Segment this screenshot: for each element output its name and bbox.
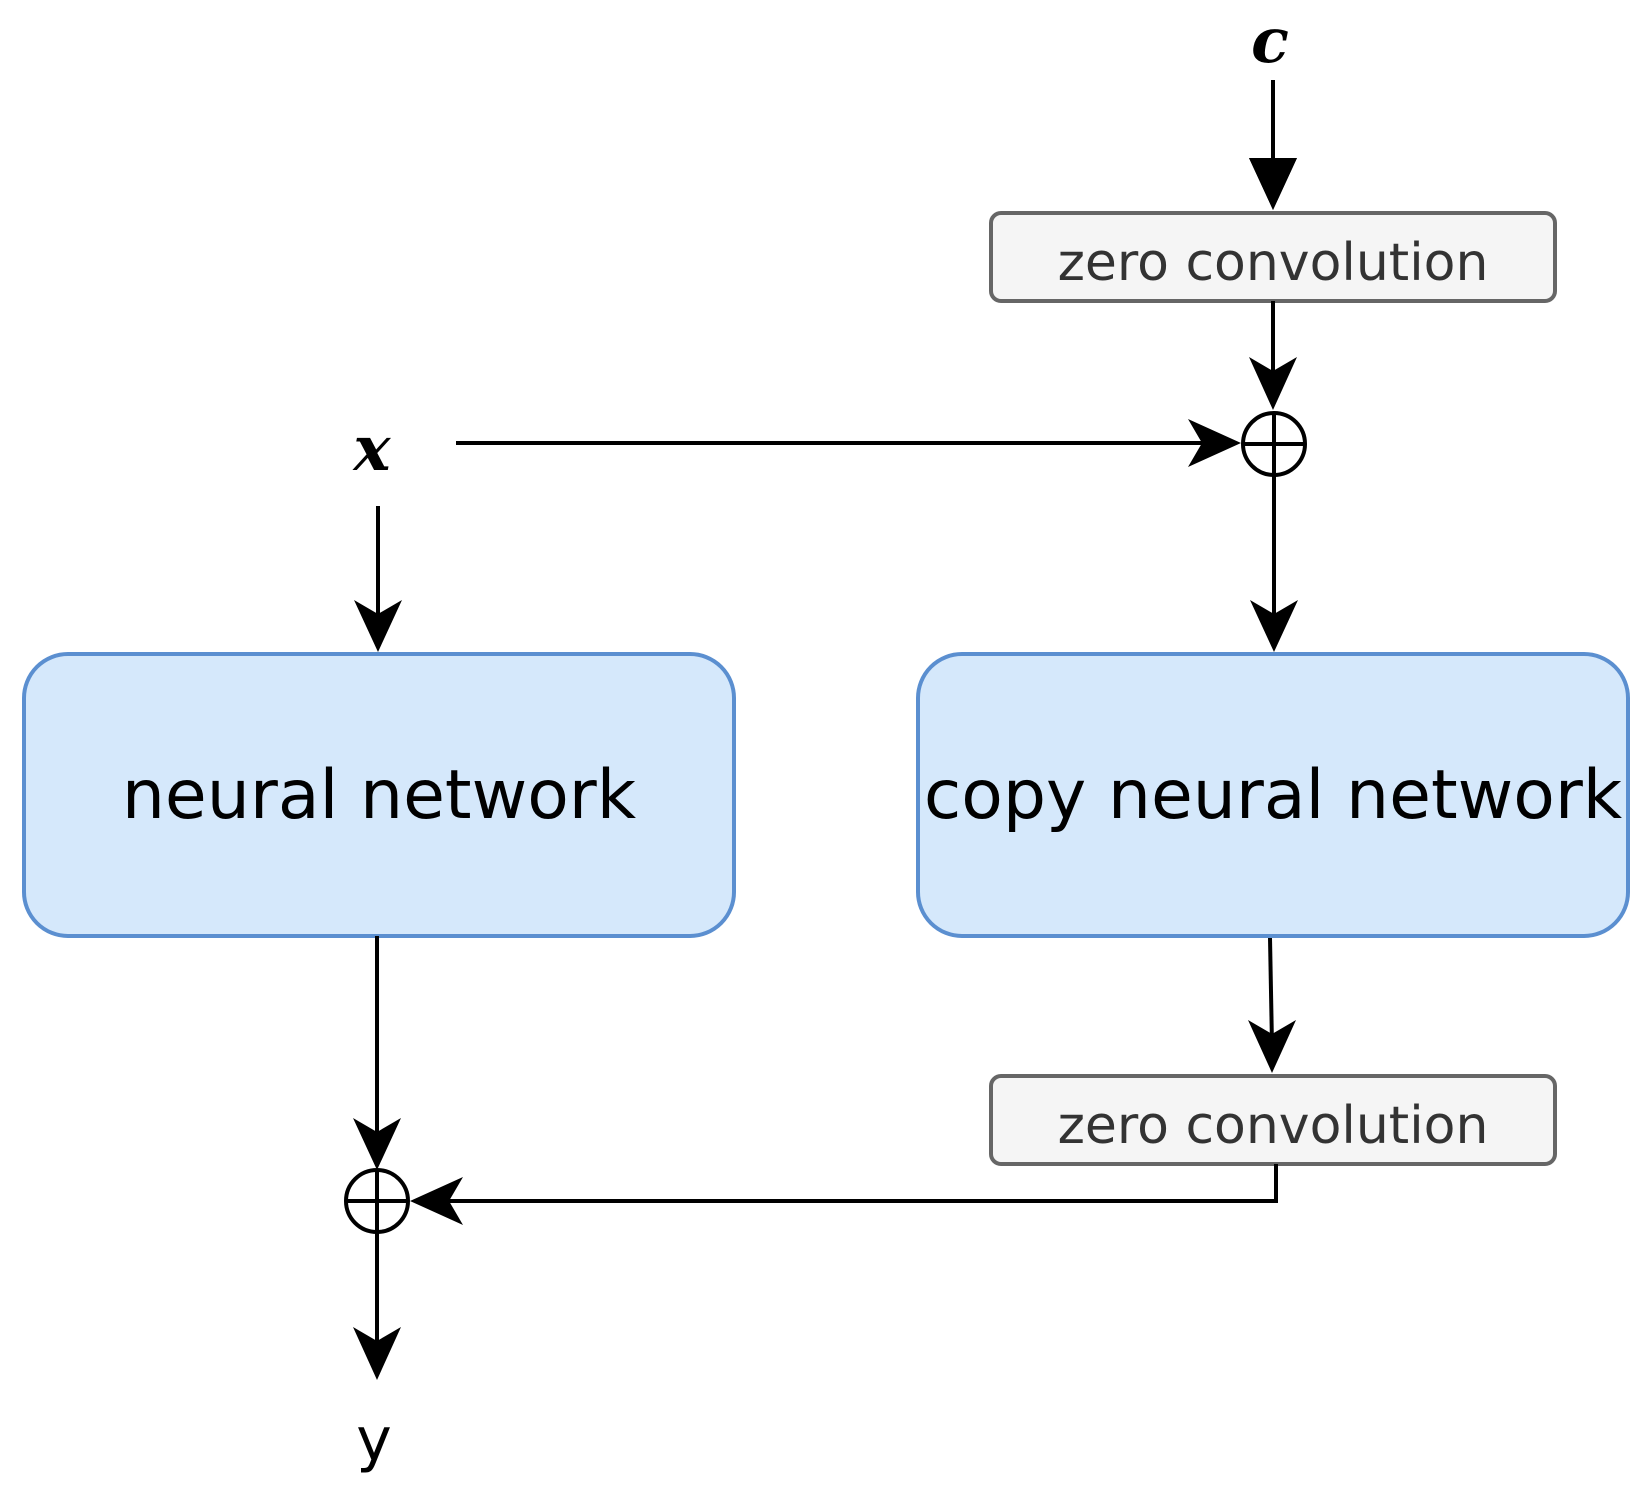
arrowhead-c-notch (1249, 158, 1297, 210)
arrowhead-x-to-neural-network (354, 600, 402, 652)
add-node-top (1241, 411, 1307, 477)
zero-convolution-bottom-box (989, 1074, 1557, 1166)
arrowhead-copy-network-to-zero-conv (1248, 1020, 1296, 1073)
zero-convolution-top: zero convolution (989, 211, 1557, 303)
edge-zero-conv-bottom-to-add-bottom (435, 1164, 1278, 1203)
neural-network-block: neural network (22, 652, 736, 938)
arrowhead-zero-conv-to-add-bottom (410, 1177, 463, 1225)
output-y-label: y (356, 1405, 392, 1475)
add-node-bottom (344, 1168, 410, 1234)
zero-convolution-bottom: zero convolution (989, 1074, 1557, 1166)
arrowhead-network-to-add-bottom (353, 1118, 401, 1170)
neural-network-label: neural network (122, 756, 637, 835)
input-x-label: x (352, 412, 392, 485)
input-c-label: c (1251, 4, 1289, 77)
arrowhead-add-to-y (353, 1327, 401, 1380)
arrowhead-x-to-add-top (1188, 419, 1241, 467)
copy-neural-network-block: copy neural network (916, 652, 1630, 938)
copy-neural-network-label: copy neural network (924, 756, 1623, 835)
arrowhead-add-to-copy-network (1250, 600, 1298, 652)
copy-neural-network-box (916, 652, 1630, 938)
arrowhead-zero-conv-to-add (1249, 357, 1297, 410)
zero-convolution-bottom-label: zero convolution (1058, 1096, 1489, 1156)
zero-convolution-top-label: zero convolution (1058, 233, 1489, 293)
edge-copy-network-to-zero-conv-bottom (1268, 937, 1274, 1046)
